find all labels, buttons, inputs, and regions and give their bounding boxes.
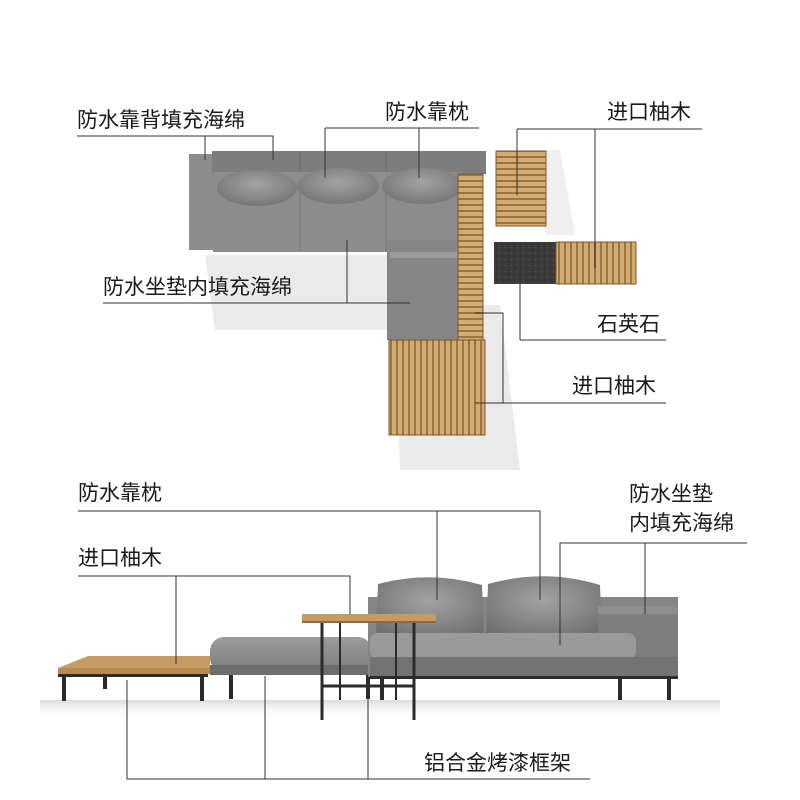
teak-side-table xyxy=(495,150,547,227)
label-seat-line2: 内填充海绵 xyxy=(629,511,734,535)
label-quartz: 石英石 xyxy=(597,312,660,336)
label-frame: 铝合金烤漆框架 xyxy=(424,751,571,775)
quartz-tabletop xyxy=(494,242,556,284)
side-view-leaders xyxy=(78,510,747,780)
floor-shadow xyxy=(40,700,720,720)
sofa-left-arm xyxy=(189,154,216,250)
back-pillow-1 xyxy=(376,577,484,636)
label-teak-lower: 进口柚木 xyxy=(572,374,656,398)
pillow-1 xyxy=(217,170,297,206)
label-teak-side: 进口柚木 xyxy=(78,546,162,570)
teak-platform xyxy=(388,339,486,436)
teak-table-top xyxy=(58,656,210,668)
teak-side-strip xyxy=(457,173,484,347)
seat-cushion xyxy=(370,633,636,659)
table-leg xyxy=(200,677,204,701)
back-pillow-2 xyxy=(486,576,602,636)
label-pillow-top: 防水靠枕 xyxy=(385,100,469,124)
label-teak-upper: 进口柚木 xyxy=(607,100,691,124)
label-seat-line1: 防水坐垫 xyxy=(629,482,713,506)
side-table-shadow xyxy=(545,150,575,235)
table-leg xyxy=(62,677,66,701)
side-view-sofa xyxy=(40,576,720,720)
label-pillow-side: 防水靠枕 xyxy=(78,481,162,505)
top-view-leaders xyxy=(77,127,702,404)
side-table-top xyxy=(302,614,436,621)
pillow-3 xyxy=(382,168,462,204)
top-view-sofa xyxy=(189,150,637,470)
label-back-filling: 防水靠背填充海绵 xyxy=(77,108,245,132)
label-seat-filling: 防水坐垫内填充海绵 xyxy=(103,275,292,299)
teak-tabletop xyxy=(555,241,637,285)
ottoman xyxy=(210,637,372,672)
pillow-2 xyxy=(297,168,379,204)
